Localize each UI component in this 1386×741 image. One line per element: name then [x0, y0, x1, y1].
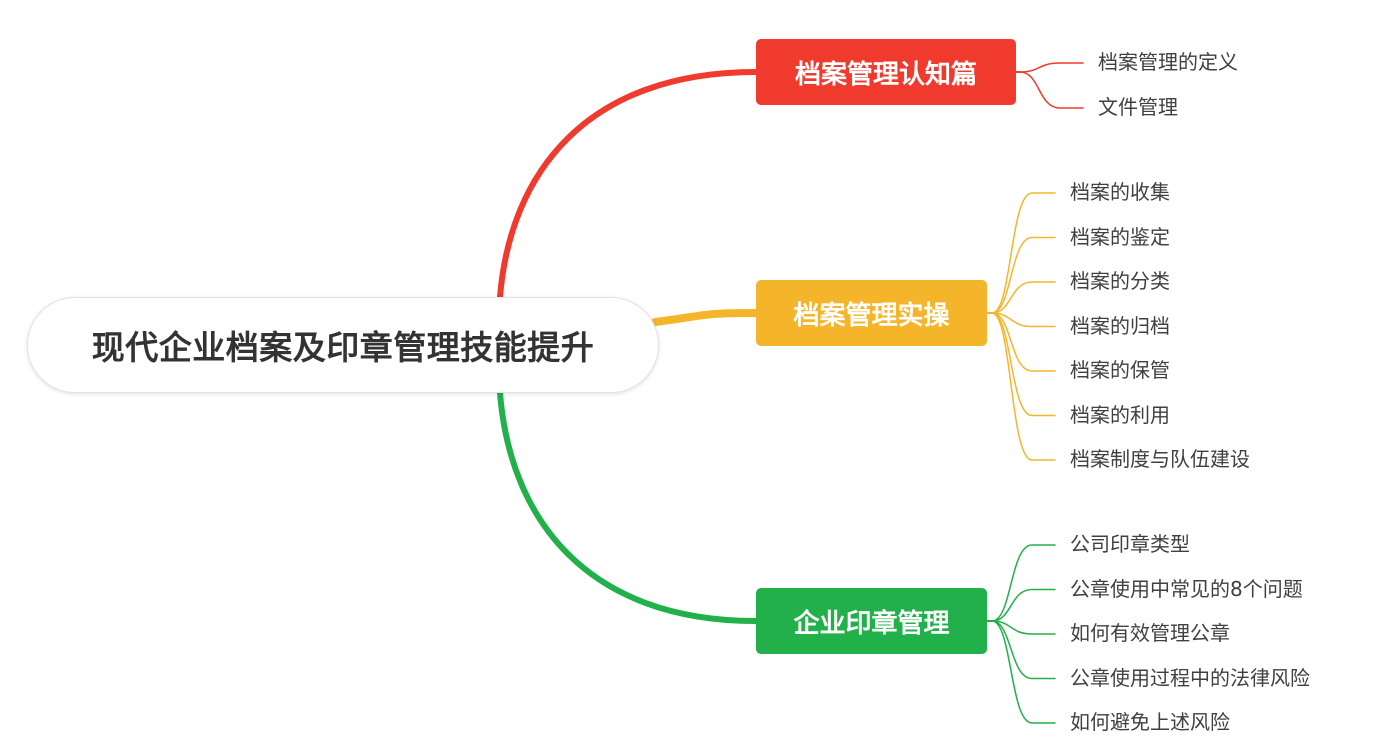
connector-root-seal [497, 390, 759, 624]
root-topic-label: 现代企业档案及印章管理技能提升 [91, 328, 595, 367]
leaf-topic-cognition-1[interactable]: 文件管理 [1098, 95, 1178, 119]
connector-leaf-cognition-1 [1019, 71, 1084, 109]
branch-topic-seal[interactable]: 企业印章管理 [756, 588, 987, 654]
leaf-topic-seal-0[interactable]: 公司印章类型 [1070, 532, 1190, 556]
leaf-topic-practice-1[interactable]: 档案的鉴定 [1070, 224, 1170, 249]
connector-leaf-practice-3 [991, 312, 1056, 328]
root-topic[interactable]: 现代企业档案及印章管理技能提升 [27, 297, 659, 393]
connector-root-cognition [497, 69, 759, 300]
connector-leaf-seal-3 [991, 620, 1056, 680]
connector-leaf-seal-2 [991, 620, 1056, 635]
connector-leaf-practice-6 [991, 312, 1056, 461]
leaf-topic-practice-2[interactable]: 档案的分类 [1070, 269, 1170, 293]
leaf-topic-seal-4[interactable]: 如何避免上述风险 [1070, 710, 1230, 734]
branch-topic-practice[interactable]: 档案管理实操 [756, 280, 987, 346]
leaf-topic-practice-0[interactable]: 档案的收集 [1070, 180, 1170, 204]
connector-leaf-seal-1 [991, 588, 1056, 622]
leaf-topic-cognition-0[interactable]: 档案管理的定义 [1098, 50, 1238, 74]
leaf-topic-practice-4[interactable]: 档案的保管 [1070, 358, 1170, 382]
connector-leaf-practice-0 [991, 192, 1056, 314]
leaf-topic-seal-2[interactable]: 如何有效管理公章 [1070, 621, 1230, 645]
connector-leaf-practice-1 [991, 236, 1056, 314]
connector-leaf-seal-4 [991, 620, 1056, 724]
leaf-topic-practice-5[interactable]: 档案的利用 [1070, 402, 1170, 427]
connector-leaf-practice-2 [991, 281, 1056, 314]
leaf-topic-seal-1[interactable]: 公章使用中常见的8个问题 [1070, 576, 1303, 601]
leaf-topic-seal-3[interactable]: 公章使用过程中的法律风险 [1070, 665, 1310, 690]
connector-leaf-practice-4 [991, 312, 1056, 372]
branch-topic-cognition[interactable]: 档案管理认知篇 [756, 39, 1016, 105]
connector-leaf-cognition-0 [1019, 62, 1084, 73]
connector-leaf-seal-0 [991, 544, 1056, 622]
leaf-topic-practice-6[interactable]: 档案制度与队伍建设 [1070, 447, 1250, 471]
connector-leaf-practice-5 [991, 312, 1056, 417]
leaf-topic-practice-3[interactable]: 档案的归档 [1070, 313, 1170, 338]
connector-root-practice [651, 309, 760, 326]
